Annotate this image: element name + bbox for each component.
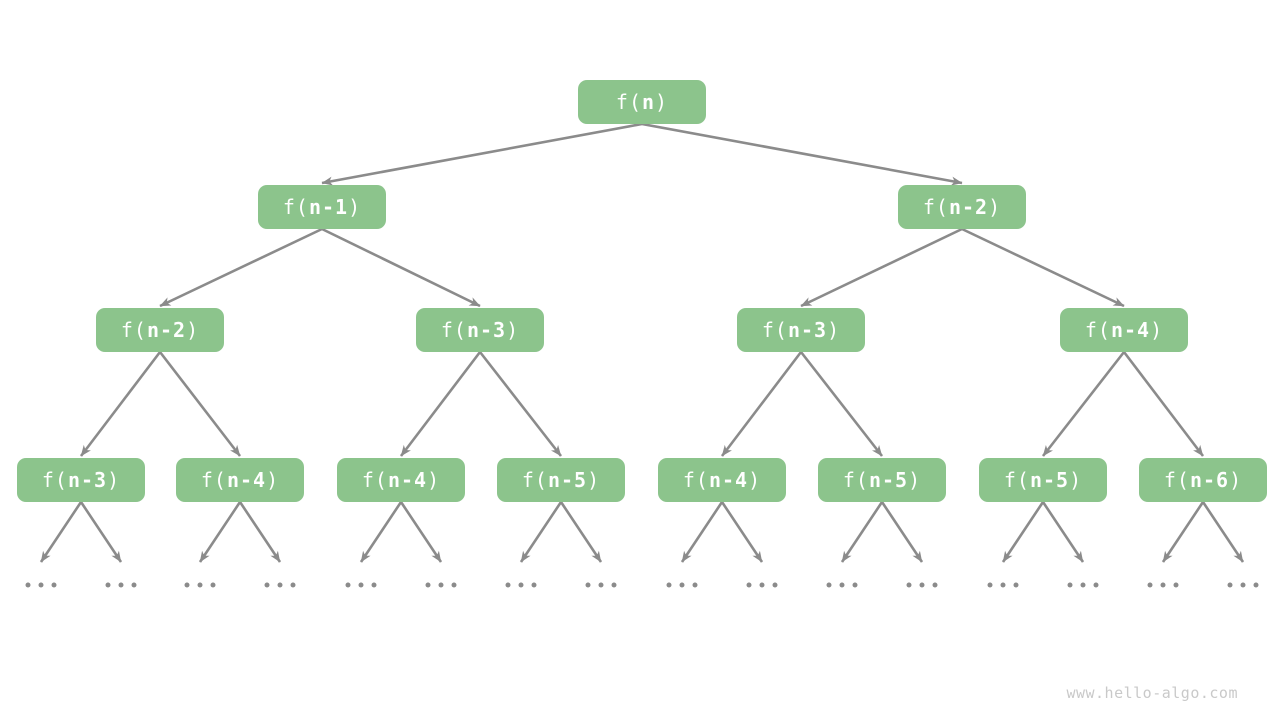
edge-arrow [519, 501, 563, 563]
tree-node: f(n-3) [737, 308, 865, 352]
edge-arrow [559, 501, 603, 563]
ellipsis [184, 582, 216, 588]
ellipsis [746, 582, 778, 588]
tree-node: f(n-5) [979, 458, 1107, 502]
tree-node: f(n-2) [96, 308, 224, 352]
edge-arrow [720, 351, 803, 457]
edge-arrow [321, 122, 643, 186]
ellipsis [1067, 582, 1099, 588]
tree-node: f(n-6) [1139, 458, 1267, 502]
edge-arrow [79, 351, 162, 457]
tree-node: f(n-5) [497, 458, 625, 502]
ellipsis [666, 582, 698, 588]
edge-arrow [478, 351, 563, 457]
watermark: www.hello-algo.com [1066, 684, 1238, 702]
ellipsis [425, 582, 457, 588]
edge-arrow [1041, 351, 1126, 457]
edge-arrow [720, 501, 764, 563]
edge-arrow [198, 501, 242, 563]
edge-arrow [840, 501, 884, 563]
edge-arrow [39, 501, 83, 563]
edge-arrow [399, 351, 482, 457]
ellipsis [906, 582, 938, 588]
tree-node: f(n-4) [658, 458, 786, 502]
ellipsis [105, 582, 137, 588]
edge-arrow [359, 501, 403, 563]
ellipsis [264, 582, 296, 588]
edge-arrow [399, 501, 443, 563]
edge-arrow [1201, 501, 1245, 563]
edge-arrow [680, 501, 724, 563]
edge-arrow [799, 351, 884, 457]
edge-arrow [1122, 351, 1205, 457]
edge-arrow [321, 227, 481, 308]
edge-arrow [1041, 501, 1085, 563]
tree-node: f(n-4) [176, 458, 304, 502]
edge-arrow [800, 227, 963, 308]
edge-arrow [880, 501, 924, 563]
edge-arrow [158, 351, 242, 457]
edge-arrow [159, 227, 323, 308]
ellipsis [987, 582, 1019, 588]
ellipsis [585, 582, 617, 588]
edge-arrow [1161, 501, 1205, 563]
tree-node: f(n-1) [258, 185, 386, 229]
edge-arrow [79, 501, 123, 563]
ellipsis [505, 582, 537, 588]
tree-node: f(n-3) [17, 458, 145, 502]
ellipsis [25, 582, 57, 588]
ellipsis [1227, 582, 1259, 588]
tree-node: f(n-2) [898, 185, 1026, 229]
edge-arrow [238, 501, 282, 563]
tree-node: f(n-5) [818, 458, 946, 502]
edge-arrow [641, 122, 963, 186]
ellipsis [1147, 582, 1179, 588]
tree-node: f(n) [578, 80, 706, 124]
edge-arrow [961, 227, 1125, 308]
ellipsis [826, 582, 858, 588]
ellipsis [345, 582, 377, 588]
tree-node: f(n-4) [337, 458, 465, 502]
tree-node: f(n-3) [416, 308, 544, 352]
tree-node: f(n-4) [1060, 308, 1188, 352]
edge-arrow [1001, 501, 1045, 563]
